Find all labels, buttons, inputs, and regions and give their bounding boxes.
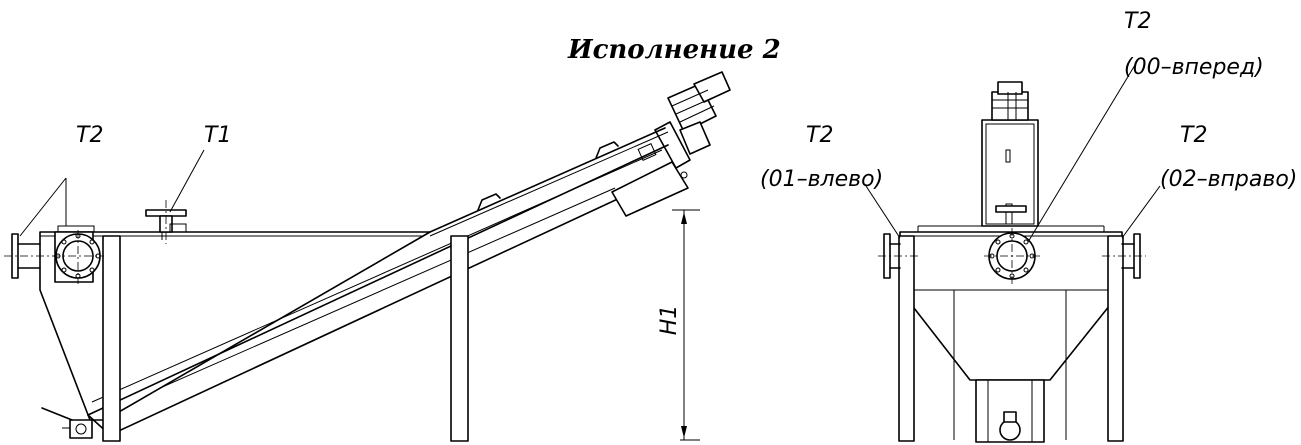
- drawing-title: Исполнение 2: [567, 35, 781, 65]
- bottom-valve: [999, 411, 1021, 441]
- side-view: T2 T1 H1: [4, 71, 731, 442]
- t2-inlet-pipe: [4, 233, 60, 279]
- support-leg: [102, 235, 121, 442]
- label-t1: T1: [204, 123, 231, 148]
- support-leg: [450, 235, 469, 442]
- drain-valve: [41, 407, 93, 439]
- label-h1: H1: [657, 305, 682, 336]
- t2-round-flange: [52, 225, 104, 284]
- drive-housing: [981, 119, 1039, 227]
- label-t2-forward: T2: [1124, 9, 1151, 34]
- support-leg: [1107, 235, 1124, 442]
- h1-dimension: [672, 209, 700, 441]
- screw-conveyor: [87, 127, 669, 436]
- t2-left-nozzle: [878, 233, 920, 279]
- t2-right-nozzle: [1102, 233, 1146, 279]
- front-view: T2 (00–вперед) T2 (01–влево) T2 (02–впра…: [760, 9, 1297, 443]
- gear-motor: [991, 81, 1029, 121]
- head-plate: [654, 121, 691, 169]
- t1-nozzle: [145, 200, 187, 244]
- label-t2-left-variant: (01–влево): [760, 167, 883, 192]
- gear-motor: [667, 71, 731, 179]
- label-t2-forward-variant: (00–вперед): [1124, 55, 1264, 80]
- label-t2-right: T2: [1180, 123, 1207, 148]
- discharge-chute: [611, 161, 689, 217]
- tank-body: [39, 231, 431, 421]
- label-t2-right-variant: (02–вправо): [1160, 167, 1297, 192]
- support-leg: [898, 235, 915, 442]
- label-t2: T2: [76, 123, 103, 148]
- label-t2-left: T2: [806, 123, 833, 148]
- t2-forward-flange: [984, 228, 1040, 284]
